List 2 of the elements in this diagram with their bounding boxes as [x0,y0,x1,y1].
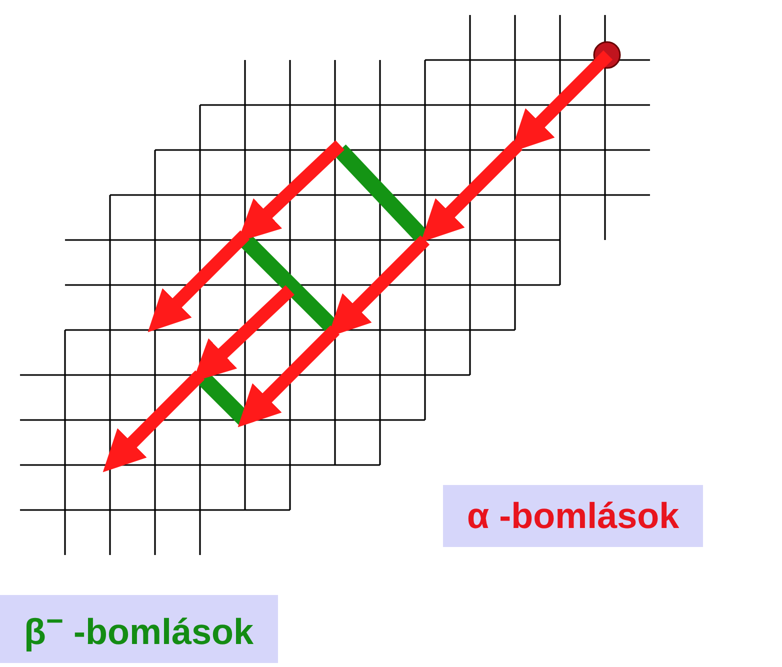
legend-label: α -bomlások [443,485,704,547]
legend-label: β$^{−}$ -bomlások [0,595,278,663]
